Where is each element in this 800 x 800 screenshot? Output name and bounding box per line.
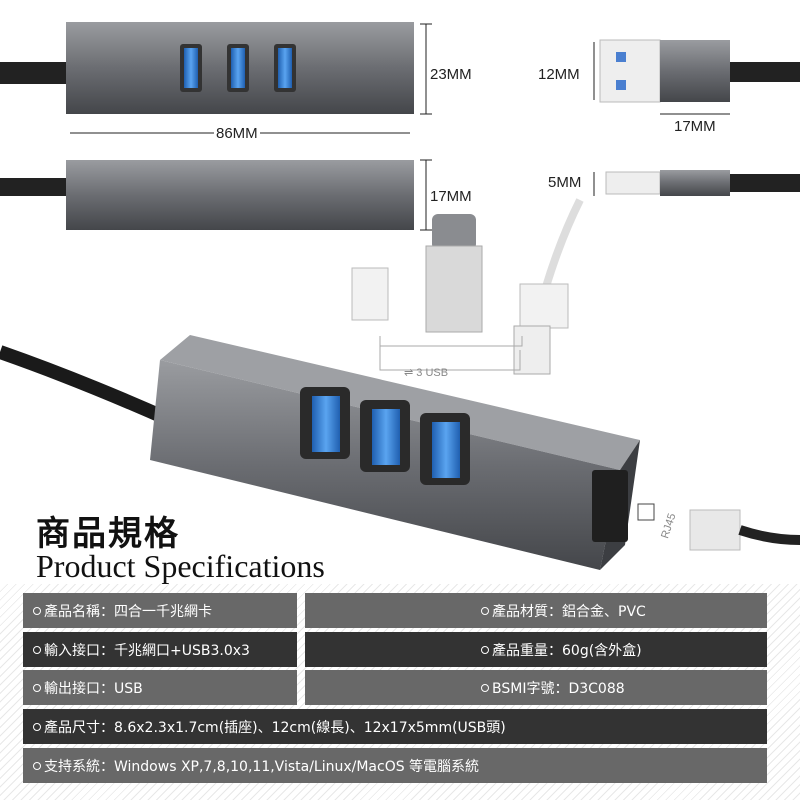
usb-plug-side-view (593, 170, 800, 196)
spec-item: 支持系統：Windows XP,7,8,10,11,Vista/Linux/Ma… (23, 748, 767, 783)
bullet-icon (481, 683, 489, 692)
hub-side-view (0, 159, 432, 231)
usb-port (300, 387, 350, 459)
bullet-icon (33, 722, 41, 731)
usb-port (360, 400, 410, 472)
hub-top-view (0, 22, 432, 134)
bullet-icon (33, 645, 41, 654)
usb-flash-drive (425, 214, 483, 333)
bullet-icon (481, 645, 489, 654)
spec-text: 輸入接口：千兆網口+USB3.0x3 (44, 642, 250, 659)
spec-text: 產品名稱：四合一千兆網卡 (44, 603, 212, 620)
spec-text: 輸出接口：USB (44, 680, 143, 697)
usb-port (227, 44, 249, 92)
usb-port (180, 44, 202, 92)
title-chinese: 商品規格 (36, 514, 180, 554)
spec-text: 產品尺寸：8.6x2.3x1.7cm(插座)、12cm(線長)、12x17x5m… (44, 719, 506, 736)
usb-port (274, 44, 296, 92)
usb-adapter (351, 267, 389, 321)
bullet-icon (481, 606, 489, 615)
usb-count-label: ⇌ 3 USB (404, 367, 449, 379)
plug-height-label: 12MM (538, 66, 580, 83)
usb-count-text: 3 USB (416, 367, 449, 379)
spec-item: 輸出接口：USB (23, 670, 297, 705)
bullet-icon (33, 606, 41, 615)
spec-text: BSMI字號：D3C088 (492, 680, 625, 697)
usb-port (420, 413, 470, 485)
spec-item: 產品重量：60g(含外盒) (305, 632, 767, 667)
spec-item: 產品尺寸：8.6x2.3x1.7cm(插座)、12cm(線長)、12x17x5m… (23, 709, 767, 744)
hub-length-label: 86MM (214, 125, 260, 142)
rj45-port (592, 470, 628, 542)
spec-item: BSMI字號：D3C088 (305, 670, 767, 705)
usb-plug-top-view (593, 39, 800, 115)
spec-item: 產品名稱：四合一千兆網卡 (23, 593, 297, 628)
hub-height-label: 23MM (430, 66, 472, 83)
spec-text: 支持系統：Windows XP,7,8,10,11,Vista/Linux/Ma… (44, 758, 480, 775)
bullet-icon (33, 683, 41, 692)
spec-text: 產品重量：60g(含外盒) (492, 642, 642, 659)
plug-depth-label: 5MM (548, 174, 582, 191)
spec-item: 產品材質：鋁合金、PVC (305, 593, 767, 628)
title-english: Product Specifications (36, 548, 325, 584)
spec-text: 產品材質：鋁合金、PVC (492, 603, 646, 620)
hub-depth-label: 17MM (430, 188, 472, 205)
usb-cable-plug (513, 198, 584, 375)
rj45-connector (637, 503, 800, 551)
plug-width-label: 17MM (674, 118, 716, 135)
bullet-icon (33, 761, 41, 770)
spec-item: 輸入接口：千兆網口+USB3.0x3 (23, 632, 297, 667)
hub-main-view (0, 335, 640, 570)
